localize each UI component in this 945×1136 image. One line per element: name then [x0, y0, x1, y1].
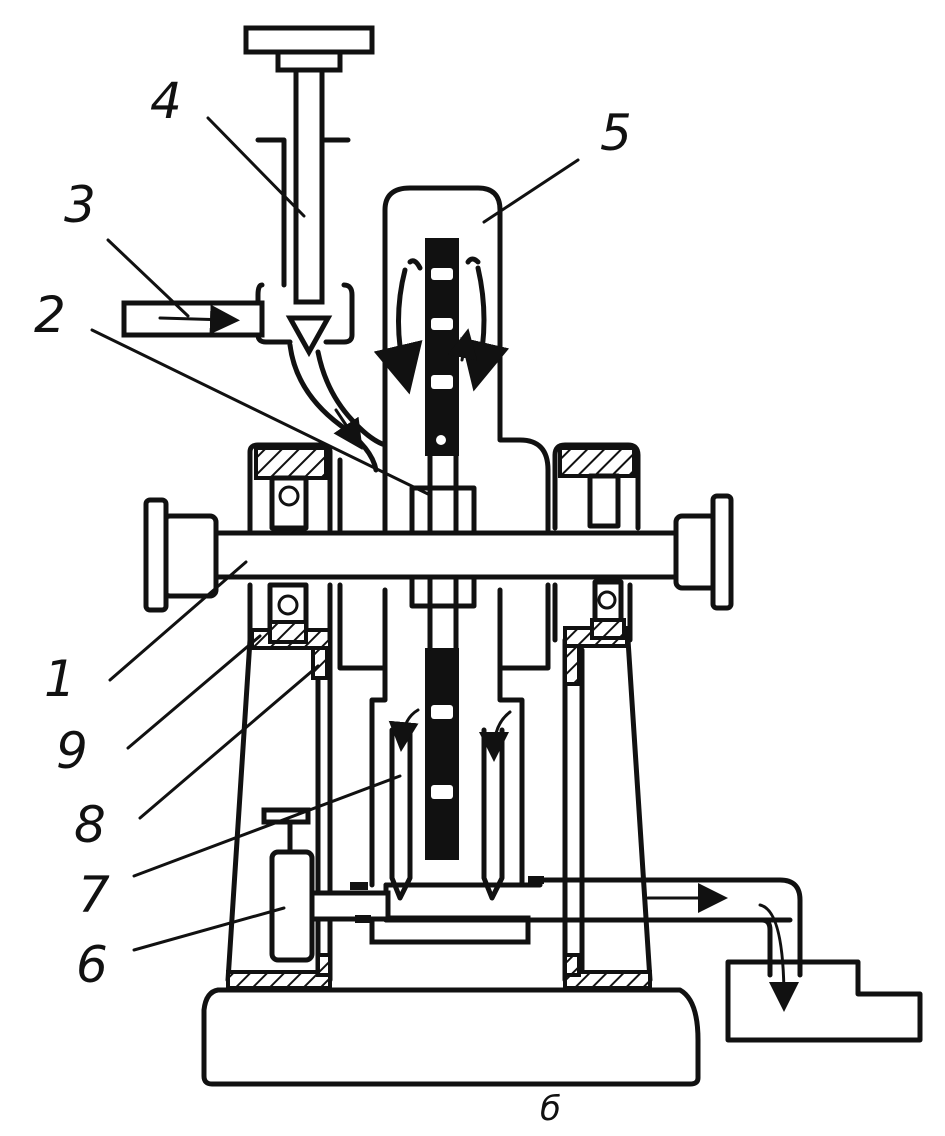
inlet-flow-arrow: [158, 304, 240, 335]
side-reservoir: [269, 849, 315, 963]
label-5: 5: [600, 104, 632, 162]
valve-guide: [255, 137, 351, 288]
receiving-tank: [725, 959, 923, 1043]
label-8: 8: [74, 796, 106, 854]
rotor-insert-5: [431, 705, 453, 719]
label-4: 4: [150, 72, 182, 130]
leader-6: [132, 906, 286, 952]
leader-4: [206, 116, 306, 218]
main-shaft: [211, 530, 683, 580]
side-reservoir-cap: [261, 807, 311, 825]
pipe-clamp-left-lower: [355, 915, 371, 923]
outlet-tube-left: [389, 727, 413, 901]
rotor-insert-6: [431, 785, 453, 799]
leader-7: [132, 774, 402, 878]
right-wall-seal: [563, 953, 581, 977]
label-7: 7: [78, 866, 110, 924]
shaft-flange-left: [143, 497, 169, 613]
rotor-insert-4: [436, 435, 446, 445]
left-bearing-ball-lower: [277, 594, 299, 616]
circulation-arrow-left: [373, 267, 423, 395]
circulation-arrow-right: [460, 265, 510, 392]
valve-handwheel: [243, 25, 375, 55]
valve-cone: [285, 315, 333, 358]
right-bearing-cap: [558, 446, 636, 478]
central-housing-lower-right: [497, 582, 551, 888]
rotor-small-arrow: [447, 328, 478, 362]
left-bearing-lower-cap: [268, 620, 308, 644]
collector-channel: [383, 882, 793, 923]
left-bearing-ball-upper: [278, 485, 300, 507]
label-1: 1: [44, 650, 76, 708]
leader-9: [126, 634, 262, 750]
right-bearing-upper: [587, 473, 621, 529]
outlet-pipe-stub: [309, 890, 391, 922]
drain-flow-arrow: [758, 903, 799, 1012]
circulation-arrow-left-top: [407, 258, 423, 271]
valve-collar: [275, 49, 343, 73]
circulation-arrow-right-top: [465, 256, 481, 265]
shaft-end-right: [673, 513, 719, 591]
outlet-tube-right: [481, 727, 505, 901]
left-pedestal-cap-side: [311, 646, 329, 680]
left-bearing-housing: [247, 442, 333, 533]
left-bearing-upper: [269, 475, 309, 531]
central-housing-lower-left: [337, 582, 388, 888]
valve-stem: [293, 67, 325, 305]
leader-1: [108, 560, 248, 682]
right-bearing-ball: [597, 590, 617, 610]
leader-2: [90, 328, 430, 496]
rotor-disc-lower: [425, 648, 459, 860]
leader-8: [138, 664, 320, 820]
outlet-flow-arrow-right: [479, 710, 512, 762]
pipe-clamp-left: [350, 882, 368, 890]
central-housing: [382, 185, 551, 533]
label-9: 9: [56, 722, 88, 780]
outlet-pipe: [383, 877, 803, 978]
right-bearing-lower-cap: [590, 618, 626, 640]
label-6: 6: [76, 936, 108, 994]
base-plate: [201, 987, 701, 1087]
shaft-flange-right: [710, 493, 734, 611]
label-3: 3: [64, 176, 96, 234]
pipe-clamp-right: [528, 876, 544, 884]
right-pedestal-cap-side: [563, 644, 581, 686]
right-pedestal: [562, 637, 653, 983]
left-bearing-cap: [254, 446, 328, 480]
feed-flow-arrow: [333, 408, 363, 450]
right-foot-seal: [563, 970, 652, 990]
rotor-insert-3: [431, 375, 453, 389]
rotor-insert-2: [431, 318, 453, 330]
leader-3: [106, 238, 190, 318]
shaft-end-left: [161, 513, 219, 599]
leader-5: [482, 158, 580, 224]
right-bearing-housing: [552, 442, 641, 531]
left-foot-seal: [226, 970, 332, 990]
label-bottom: б: [540, 1089, 561, 1129]
label-2: 2: [34, 286, 66, 344]
left-wall-seal: [316, 953, 332, 977]
outlet-flow-arrow-left: [388, 708, 420, 752]
rotor-insert-1: [431, 268, 453, 280]
